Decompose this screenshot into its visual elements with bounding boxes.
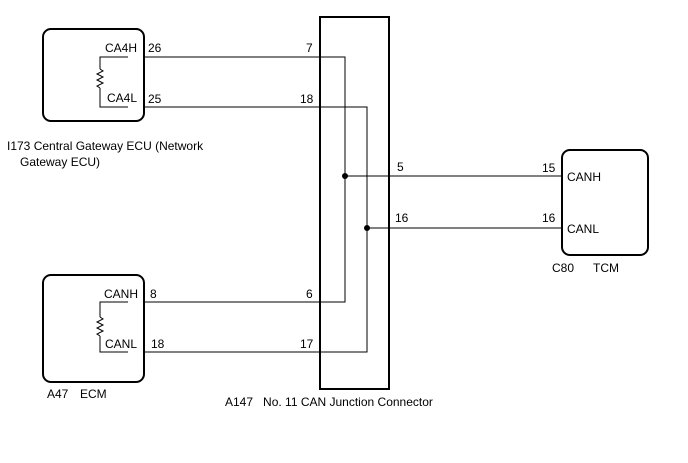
tcm-caption-name: TCM bbox=[593, 261, 619, 275]
junction-caption: A147 No. 11 CAN Junction Connector bbox=[225, 395, 433, 409]
ecm-pin-label-high: CANH bbox=[104, 287, 138, 301]
ecm-caption-code: A47 bbox=[47, 387, 69, 401]
junction-pin-gateway-high: 7 bbox=[306, 41, 313, 55]
junction-connector-box bbox=[319, 16, 390, 390]
gateway-caption-line1: I173 Central Gateway ECU (Network bbox=[7, 139, 204, 153]
tcm-caption-code: C80 bbox=[552, 261, 574, 275]
ecm-caption-name: ECM bbox=[80, 387, 107, 401]
ecm-terminating-resistor-icon bbox=[95, 301, 128, 353]
gateway-pin-label-high: CA4H bbox=[105, 41, 137, 55]
tcm-pin-num-high: 15 bbox=[542, 161, 556, 175]
splice-point-high-icon bbox=[342, 173, 348, 179]
gateway-ecu-box bbox=[42, 28, 145, 122]
junction-pin-ecm-high: 6 bbox=[306, 287, 313, 301]
junction-pin-tcm-high: 5 bbox=[397, 160, 404, 174]
gateway-pin-label-low: CA4L bbox=[107, 91, 137, 105]
tcm-pin-label-high: CANH bbox=[567, 170, 601, 184]
ecm-pin-num-high: 8 bbox=[150, 287, 157, 301]
tcm-pin-label-low: CANL bbox=[567, 222, 599, 236]
tcm-box bbox=[561, 149, 649, 256]
gateway-terminating-resistor-icon bbox=[95, 56, 128, 108]
junction-pin-gateway-low: 18 bbox=[300, 92, 314, 106]
ecm-pin-num-low: 18 bbox=[151, 337, 165, 351]
can-high-wires bbox=[144, 56, 562, 303]
splice-point-low-icon bbox=[364, 225, 370, 231]
gateway-pin-num-high: 26 bbox=[148, 41, 162, 55]
junction-pin-ecm-low: 17 bbox=[300, 337, 314, 351]
gateway-pin-num-low: 25 bbox=[148, 92, 162, 106]
ecm-pin-label-low: CANL bbox=[105, 337, 137, 351]
gateway-caption-line2: Gateway ECU) bbox=[20, 155, 100, 169]
tcm-pin-num-low: 16 bbox=[542, 211, 556, 225]
junction-pin-tcm-low: 16 bbox=[395, 211, 409, 225]
